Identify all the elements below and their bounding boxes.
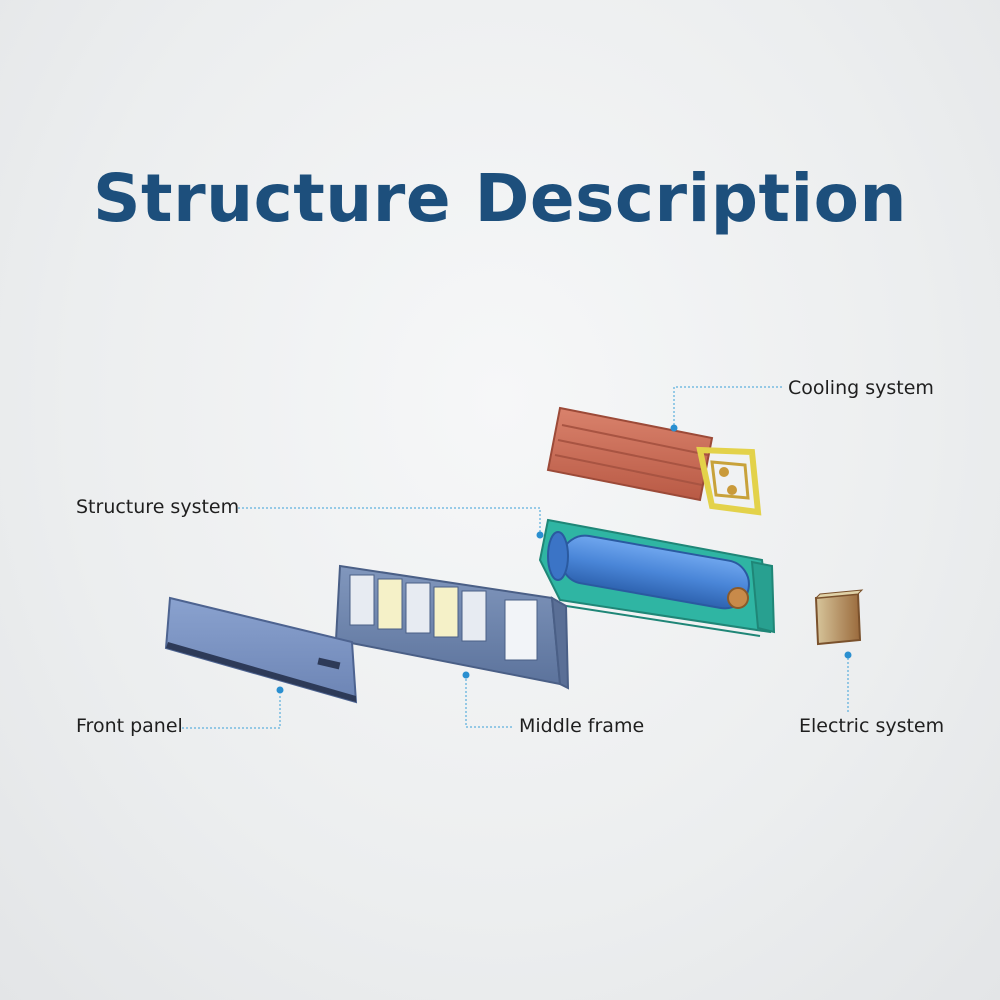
leader-dot-middle xyxy=(462,671,470,679)
leader-dot-electric xyxy=(844,651,852,659)
front-panel-part xyxy=(164,596,358,704)
label-electric-system: Electric system xyxy=(799,715,945,737)
structure-system-part xyxy=(538,518,776,637)
leader-dot-front xyxy=(276,686,284,694)
leader-cooling xyxy=(673,386,782,425)
page-title: Structure Description xyxy=(93,160,907,237)
label-front-panel: Front panel xyxy=(76,715,183,737)
leader-dot-structure xyxy=(536,531,544,539)
label-middle-frame: Middle frame xyxy=(519,715,645,737)
middle-frame-part xyxy=(334,564,570,690)
leader-structure xyxy=(238,507,541,532)
leader-middle xyxy=(465,678,512,728)
leader-dot-cooling xyxy=(670,424,678,432)
electric-system-part xyxy=(814,589,864,646)
leader-front xyxy=(182,694,281,729)
cooling-system-part xyxy=(546,406,762,516)
leader-lines xyxy=(182,386,849,729)
label-cooling-system: Cooling system xyxy=(788,377,934,399)
label-structure-system: Structure system xyxy=(76,496,240,518)
